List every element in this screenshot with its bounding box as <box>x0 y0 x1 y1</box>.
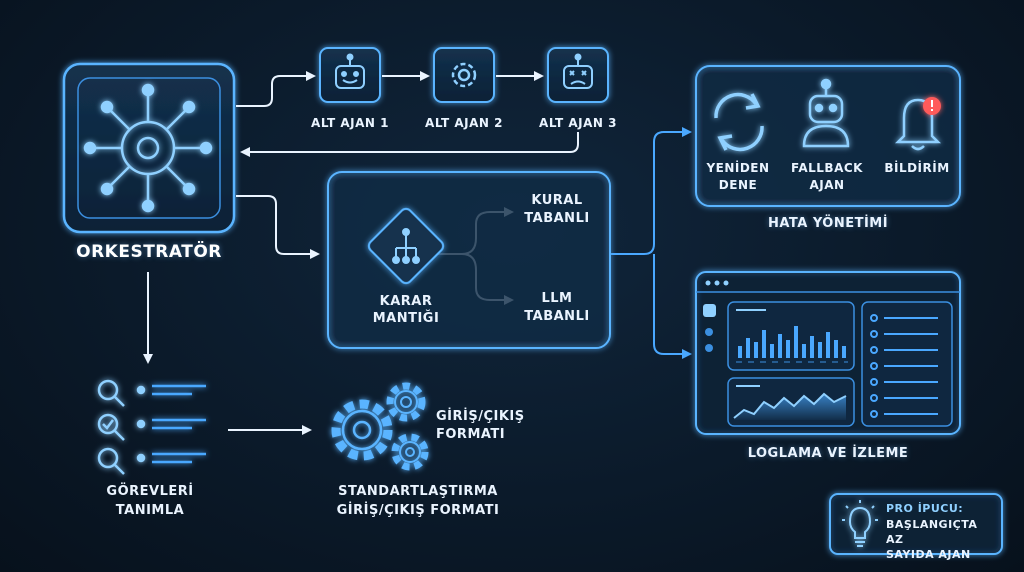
decision-diamond-icon <box>367 207 445 285</box>
define-tasks-label: GÖREVLERİ TANIMLA <box>106 484 194 518</box>
sub-agent-2-label: ALT AJAN 2 <box>425 116 503 130</box>
sub-agent-3-box <box>547 47 609 103</box>
robot-icon <box>802 78 850 148</box>
pro-tip-box <box>829 493 1003 555</box>
error-handling-panel <box>695 65 961 207</box>
standardization-label: STANDARTLAŞTIRMA GİRİŞ/ÇIKIŞ FORMATI <box>336 484 500 518</box>
logging-title: LOGLAMA VE İZLEME <box>747 446 909 461</box>
bell-alert-icon <box>894 97 942 151</box>
pro-tip-title: PRO İPUCU: <box>886 502 964 515</box>
lightbulb-icon <box>842 500 878 547</box>
orchestrator-label: ORKESTRATÖR <box>76 242 222 262</box>
gear-icon <box>451 62 477 88</box>
fallback-agent-label: FALLBACK AJAN <box>791 161 863 192</box>
task-list-icon <box>97 379 206 475</box>
sub-agent-2-box <box>433 47 495 103</box>
sub-agent-3-label: ALT AJAN 3 <box>539 116 617 130</box>
notification-label: BİLDİRİM <box>884 161 950 175</box>
robot-sad-icon <box>563 53 593 89</box>
retry-label: YENİDEN DENE <box>706 161 770 192</box>
llm-based-label: LLM TABANLI <box>524 291 590 324</box>
error-handling-title: HATA YÖNETİMİ <box>767 216 889 231</box>
robot-happy-icon <box>335 53 365 89</box>
retry-icon <box>714 92 764 152</box>
branch-arrows <box>610 127 692 359</box>
sub-agent-1-label: ALT AJAN 1 <box>311 116 389 130</box>
pro-tip-text: BAŞLANGIÇTA AZ SAYIDA AJAN <box>886 518 978 561</box>
rule-based-label: KURAL TABANLI <box>524 193 590 226</box>
sub-agent-1-box <box>319 47 381 103</box>
decision-label: KARAR MANTIĞI <box>372 294 440 326</box>
io-format-label: GİRİŞ/ÇIKIŞ FORMATI <box>436 409 525 442</box>
gear-network-icon <box>83 83 213 213</box>
gears-icon <box>331 382 429 471</box>
dashboard-icon <box>695 271 961 435</box>
